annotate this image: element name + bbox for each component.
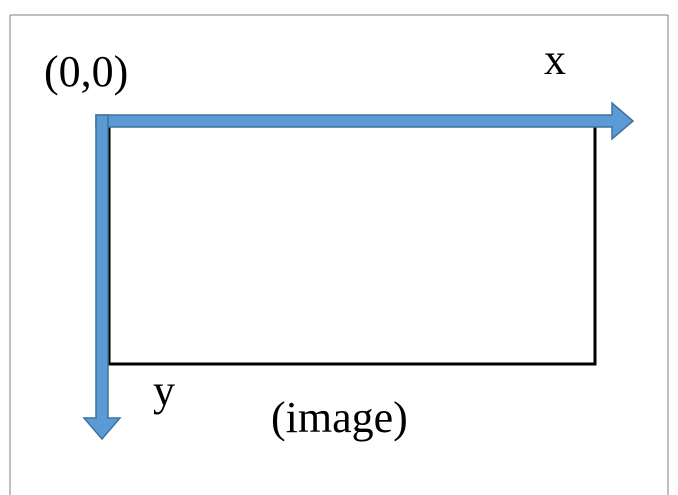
image-label: (image) (271, 393, 408, 442)
image-rectangle (107, 122, 597, 366)
y-axis-label: y (153, 366, 175, 415)
x-axis-label: x (544, 35, 566, 84)
origin-label: (0,0) (44, 47, 128, 96)
y-axis-arrow (82, 114, 122, 441)
diagram-frame (9, 14, 669, 495)
x-axis-arrow (95, 101, 635, 141)
